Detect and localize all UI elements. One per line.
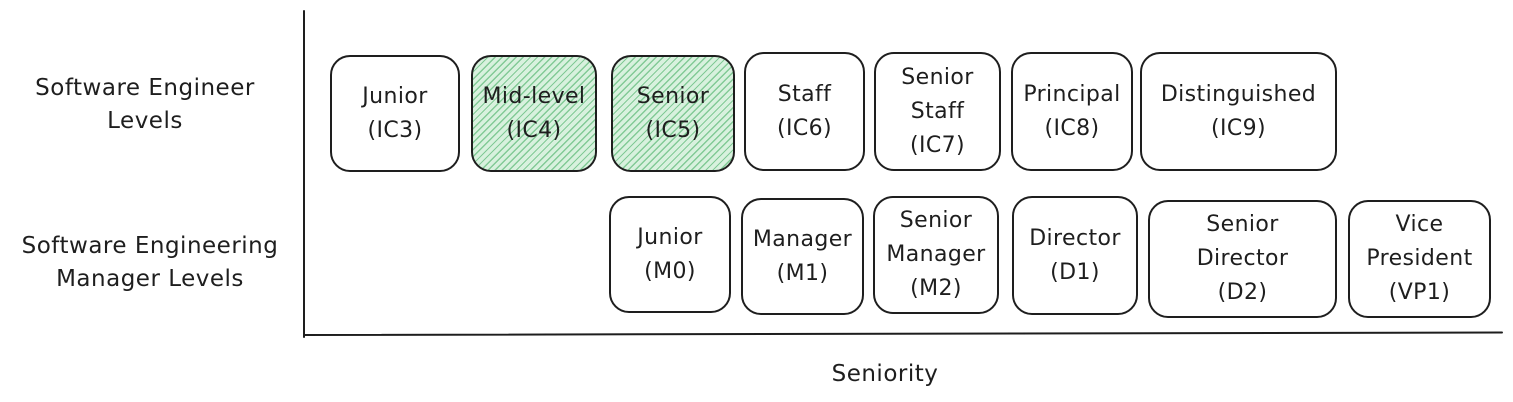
row-label-line: Software Engineer bbox=[35, 75, 255, 101]
row-label-line: Levels bbox=[107, 108, 183, 134]
level-text-line: (M1) bbox=[776, 260, 829, 286]
level-text-line: (D1) bbox=[1050, 259, 1100, 285]
level-text-line: Mid-level bbox=[482, 83, 586, 109]
level-text-line: (IC8) bbox=[1044, 115, 1100, 141]
row-label-line: Manager Levels bbox=[56, 266, 244, 292]
level-text-line: (M2) bbox=[910, 276, 962, 301]
level-text-line: Distinguished bbox=[1160, 81, 1317, 107]
level-text-line: Principal bbox=[1023, 81, 1121, 107]
y-axis-line bbox=[303, 10, 305, 338]
level-text-line: (IC9) bbox=[1210, 115, 1266, 141]
level-text-line: (D2) bbox=[1217, 280, 1268, 305]
level-text-line: Director bbox=[1196, 246, 1289, 271]
level-text-line: Senior bbox=[1206, 212, 1279, 237]
level-box-ic5: Senior (IC5) bbox=[611, 55, 735, 172]
level-text-line: (VP1) bbox=[1388, 280, 1451, 305]
level-text-line: (IC5) bbox=[645, 117, 701, 143]
level-text-line: Manager bbox=[752, 226, 853, 252]
level-text-line: Senior bbox=[899, 208, 973, 233]
row-label-line: Software Engineering bbox=[21, 233, 279, 259]
level-box-ic3: Junior (IC3) bbox=[330, 55, 460, 172]
level-text-line: Junior bbox=[637, 224, 703, 250]
level-text-line: Senior bbox=[901, 64, 974, 90]
level-box-m0: Junior (M0) bbox=[609, 196, 731, 313]
level-box-ic7: Senior Staff (IC7) bbox=[874, 52, 1001, 171]
level-text-line: Staff bbox=[910, 98, 965, 124]
level-box-ic6: Staff (IC6) bbox=[744, 52, 865, 171]
level-box-m2: Senior Manager (M2) bbox=[873, 196, 999, 314]
level-text-line: Staff bbox=[777, 81, 832, 107]
x-axis-line bbox=[302, 331, 1503, 336]
level-text-line: (IC6) bbox=[776, 115, 832, 141]
level-box-ic4: Mid-level (IC4) bbox=[471, 55, 597, 172]
level-box-m1: Manager (M1) bbox=[741, 198, 864, 315]
level-box-ic8: Principal (IC8) bbox=[1011, 52, 1133, 171]
level-text-line: Vice bbox=[1395, 212, 1444, 237]
level-box-d1: Director (D1) bbox=[1012, 196, 1138, 315]
level-text-line: (M0) bbox=[644, 258, 696, 284]
x-axis-title: Seniority bbox=[831, 361, 939, 387]
level-text-line: (IC4) bbox=[506, 117, 562, 143]
level-text-line: Senior bbox=[636, 83, 710, 109]
level-text-line: Manager bbox=[886, 242, 986, 267]
level-text-line: President bbox=[1366, 246, 1473, 271]
software-engineer-row-label: Software Engineer Levels bbox=[0, 72, 290, 138]
level-text-line: Junior bbox=[362, 83, 428, 109]
engineering-manager-row-label: Software Engineering Manager Levels bbox=[0, 230, 300, 296]
level-box-ic9: Distinguished (IC9) bbox=[1140, 52, 1337, 171]
level-text-line: Director bbox=[1029, 225, 1121, 251]
level-text-line: (IC3) bbox=[367, 117, 423, 143]
level-box-d2: Senior Director (D2) bbox=[1148, 200, 1337, 318]
level-box-vp1: Vice President (VP1) bbox=[1348, 200, 1491, 318]
level-text-line: (IC7) bbox=[909, 132, 965, 158]
